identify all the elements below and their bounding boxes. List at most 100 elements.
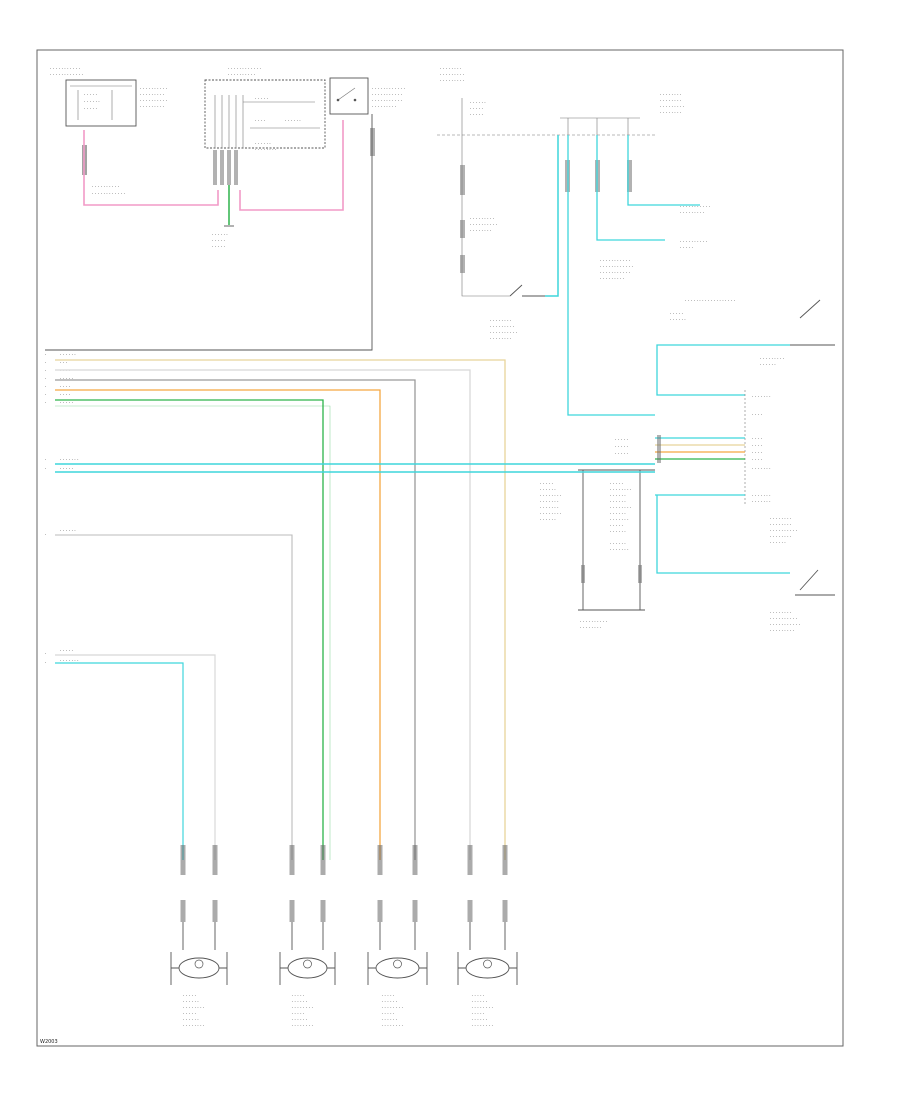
svg-text:· · · · · · · · · · ·: · · · · · · · · · · · [770,623,800,628]
svg-text:· · · · · · · · · · ·: · · · · · · · · · · · [372,93,402,98]
svg-text:· · · · · · ·: · · · · · · · [610,518,629,523]
svg-text:· · · · · · ·: · · · · · · · [540,506,559,511]
white-wire-lf [55,654,216,860]
svg-text:· · · · · · ·: · · · · · · · [540,500,559,505]
wheel-speed-sensor-right-rear: · · · · ·· · · · · · · · · · · · · ·· · … [457,845,518,1029]
svg-text:· · · · · · · ·: · · · · · · · · [770,517,791,522]
svg-text:·: · [45,353,46,358]
svg-text:· · · · · ·: · · · · · · [212,233,228,238]
park-brake-switch: · · · · · · · · · · · · · · · · · · · · … [670,299,835,368]
svg-text:· · · · · · · · · ·: · · · · · · · · · · [92,185,119,190]
right-fuse-block: · · · · · · · · · · · · · · · · · · · · … [329,77,405,156]
svg-text:· · · · · · · ·: · · · · · · · · [183,1006,204,1011]
svg-text:· · · · · · ·: · · · · · · · [752,467,771,472]
svg-text:· · · · · · ·: · · · · · · · [610,548,629,553]
green-wire-rf [55,399,324,860]
svg-text:· · · · ·: · · · · · [84,93,97,98]
svg-text:· · · ·: · · · · [752,451,762,456]
wheel-speed-sensor-left-rear: · · · · ·· · · · · · · · · · · · · ·· · … [367,845,428,1029]
white-wire-rf [55,534,293,860]
tan-fuse-wire [461,135,510,297]
pink-wire-right [239,120,344,211]
svg-text:· · · · · ·: · · · · · · [285,119,301,124]
top-right-fuse: · · · · · · · · · · · · · · · · · · · · … [437,67,684,273]
svg-text:· · · · ·: · · · · · [292,994,305,999]
svg-text:· · · · · · · ·: · · · · · · · · [183,1024,204,1029]
svg-text:· · · ·: · · · · [752,458,762,463]
svg-text:· · · · · ·: · · · · · · [610,500,626,505]
cyan-wire-c [627,135,700,206]
instrument-cluster-block: · · · · · · · · · · · · · · · · · · · · … [204,67,326,185]
svg-text:· · · · · · · ·: · · · · · · · · [660,111,681,116]
svg-text:· · · · · · · · ·: · · · · · · · · · [470,217,494,222]
svg-text:· · · · · · · · · · · ·: · · · · · · · · · · · · [92,192,125,197]
svg-text:· · · · · · · · ·: · · · · · · · · · [660,105,684,110]
svg-text:· · · · · · · · · ·: · · · · · · · · · · [228,73,255,78]
svg-text:·: · [45,661,46,666]
svg-text:· · · · · ·: · · · · · · [472,1000,488,1005]
svg-text:· · · · · ·: · · · · · · [255,142,271,147]
svg-text:· · · · ·: · · · · · [382,1012,395,1017]
svg-text:· · · · · · · ·: · · · · · · · · [255,148,276,153]
svg-text:·: · [45,652,46,657]
svg-text:· · · · · · · · · ·: · · · · · · · · · · [770,617,797,622]
ebcm-ground: · · · · · · · · · · · · · · · · · · · · … [540,469,655,631]
svg-text:· · · · ·: · · · · · [610,482,623,487]
svg-text:· · · · ·: · · · · · [540,482,553,487]
orange-wire-lr [55,389,381,860]
svg-text:· · · · · · · · · · ·: · · · · · · · · · · · [372,99,402,104]
svg-text:·: · [45,369,46,374]
svg-text:· · · · · · · ·: · · · · · · · · [660,93,681,98]
pink-wire-left [83,130,219,206]
svg-text:· · · · · · · · · · · · · · ·: · · · · · · · · · · · · · · · · · · [685,299,735,304]
svg-text:· · · · · · · · · · ·: · · · · · · · · · · · [50,67,80,72]
svg-text:·: · [45,401,46,406]
svg-text:· · · · · · · · · · ·: · · · · · · · · · · · [600,259,630,264]
svg-text:· · · · · · · ·: · · · · · · · · [472,1024,493,1029]
svg-text:· · · · · ·: · · · · · · [84,100,100,105]
svg-text:· · · · ·: · · · · · [470,113,483,118]
svg-text:· · · · · ·: · · · · · · [183,1000,199,1005]
svg-text:· · · · ·: · · · · · [292,1012,305,1017]
svg-text:· · · · · · · · · · · ·: · · · · · · · · · · · · [600,265,633,270]
svg-text:· · · · · · · ·: · · · · · · · · [770,535,791,540]
svg-text:· · · · · · ·: · · · · · · · [752,395,771,400]
svg-text:· · · · · ·: · · · · · · [472,1018,488,1023]
svg-text:· · · · · · · ·: · · · · · · · · [470,229,491,234]
svg-text:· · · · · ·: · · · · · · [610,494,626,499]
svg-text:· · · · · · · · · ·: · · · · · · · · · · [680,240,707,245]
svg-text:· · · · · · · · · · · ·: · · · · · · · · · · · · [50,73,83,78]
svg-text:· · · · · · · · · ·: · · · · · · · · · · [140,99,167,104]
svg-text:· · · ·: · · · · [60,393,70,398]
svg-text:· · · · · · · ·: · · · · · · · · [610,506,631,511]
svg-text:· · · · ·: · · · · · [255,97,268,102]
cyan-wire-b [596,135,665,241]
svg-text:· · · · · · · ·: · · · · · · · · [490,337,511,342]
svg-text:· · · ·: · · · · [752,444,762,449]
svg-text:·: · [45,385,46,390]
svg-text:· · · · · ·: · · · · · · [292,1018,308,1023]
cyan-park-brake-wire [656,344,790,396]
cyan-pressure-wire [656,495,790,574]
svg-text:· · · · ·: · · · · · [615,452,628,457]
svg-text:· · · · · · · ·: · · · · · · · · [770,523,791,528]
svg-text:· · · · · · · · ·: · · · · · · · · · [372,105,396,110]
svg-text:· · · · · · · · · ·: · · · · · · · · · · [580,620,607,625]
svg-text:· · · · · ·: · · · · · · [60,353,76,358]
svg-text:· · · · · ·: · · · · · · [770,541,786,546]
svg-text:· · · ·: · · · · [752,437,762,442]
svg-text:· · · · · · · · ·: · · · · · · · · · [440,79,464,84]
svg-text:· · · · · · · · ·: · · · · · · · · · [140,105,164,110]
svg-text:·: · [45,458,46,463]
svg-text:· · · · · ·: · · · · · · [540,518,556,523]
svg-text:· · · · · · · ·: · · · · · · · · [472,1006,493,1011]
black-wire-cluster [45,114,373,351]
svg-text:· · · · · ·: · · · · · · [183,1018,199,1023]
svg-text:· · · ·: · · · · [752,413,762,418]
cyan-wire-a [567,135,655,416]
svg-text:· · · ·: · · · · [255,119,265,124]
svg-text:· · · · · ·: · · · · · · [760,363,776,368]
footer-code: W2003 [40,1039,58,1045]
cyan-wire-lf [55,662,184,860]
svg-text:· · · · ·: · · · · · [470,107,483,112]
